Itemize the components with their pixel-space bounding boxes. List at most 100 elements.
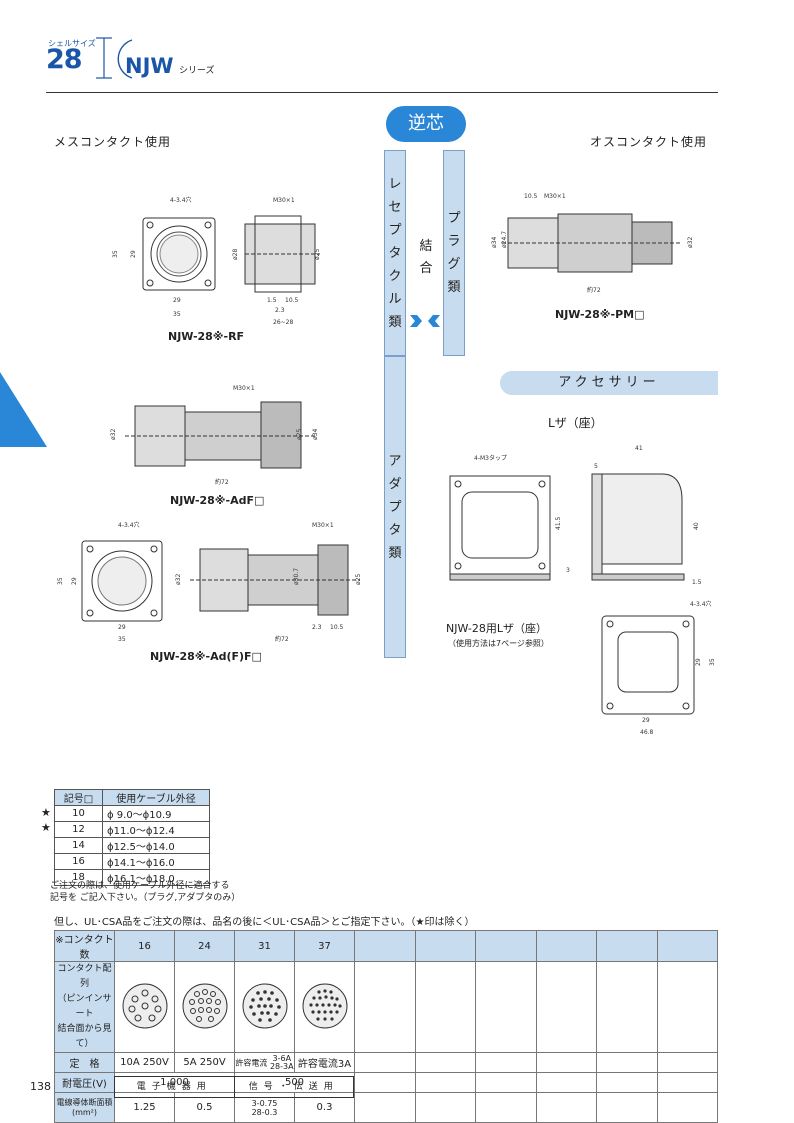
contact-layout-16-icon bbox=[114, 961, 175, 1053]
plug-category-bar: プラグ類 bbox=[443, 150, 465, 356]
rating-label: 定 格 bbox=[54, 1052, 115, 1073]
svg-text:4-3.4穴: 4-3.4穴 bbox=[118, 521, 140, 529]
svg-text:ø34: ø34 bbox=[491, 237, 498, 248]
reverse-pin-badge: 逆芯 bbox=[386, 106, 466, 142]
coupling-label: 結合 bbox=[419, 239, 433, 276]
rf-drawing: 4-3.4穴 M30×1 35 29 ø28 ø25 29 35 1.5 10.… bbox=[112, 196, 321, 326]
svg-text:ø32: ø32 bbox=[110, 429, 117, 440]
svg-text:M30×1: M30×1 bbox=[544, 193, 566, 200]
order-note: ご注文の際は、使用ケーブル外径に適合する 記号を ご記入下さい。（プラグ,アダプ… bbox=[50, 881, 241, 903]
contact-count-label: ※コンタクト数 bbox=[54, 930, 115, 962]
svg-text:29: 29 bbox=[173, 297, 181, 304]
female-contact-title: メスコンタクト使用 bbox=[54, 135, 172, 149]
svg-text:ø30.7: ø30.7 bbox=[293, 568, 300, 585]
svg-text:1.5: 1.5 bbox=[692, 579, 702, 586]
header-divider bbox=[46, 92, 718, 93]
shell-size-label: シェルサイズ bbox=[48, 39, 96, 48]
contact-layout-24-icon bbox=[174, 961, 235, 1053]
svg-text:29: 29 bbox=[118, 624, 126, 631]
svg-text:41.5: 41.5 bbox=[555, 516, 562, 530]
svg-text:10.5: 10.5 bbox=[524, 193, 538, 200]
svg-text:M30×1: M30×1 bbox=[233, 385, 255, 392]
coupling-arrows-icon bbox=[410, 315, 440, 327]
svg-text:35: 35 bbox=[57, 577, 64, 585]
svg-text:35: 35 bbox=[118, 636, 126, 643]
male-contact-title: オスコンタクト使用 bbox=[590, 135, 708, 149]
adff-part-name: NJW-28※-Ad(F)F□ bbox=[150, 650, 262, 663]
svg-text:ø28: ø28 bbox=[232, 249, 239, 260]
svg-text:35: 35 bbox=[709, 658, 716, 666]
svg-text:約72: 約72 bbox=[275, 635, 289, 643]
series-bracket-icon bbox=[96, 37, 133, 79]
page-tab-triangle bbox=[0, 372, 47, 447]
svg-text:ø32: ø32 bbox=[687, 237, 694, 248]
svg-text:M30×1: M30×1 bbox=[312, 522, 334, 529]
footer-category-box: 電子機器用 信号・伝送用 bbox=[114, 1076, 354, 1098]
footer-electronics: 電子機器用 bbox=[115, 1077, 235, 1097]
svg-text:ø24.7: ø24.7 bbox=[501, 231, 508, 248]
svg-text:5: 5 bbox=[594, 463, 598, 470]
spec-table: ※コンタクト数 16 24 31 37 コンタクト配列（ピンインサート結合面から… bbox=[54, 930, 718, 1123]
svg-text:29: 29 bbox=[130, 250, 137, 258]
l-bracket-title: Lザ（座） bbox=[548, 416, 603, 430]
svg-text:約72: 約72 bbox=[215, 478, 229, 486]
page-number: 138 bbox=[30, 1080, 51, 1093]
svg-text:35: 35 bbox=[112, 250, 119, 258]
svg-text:4-3.4穴: 4-3.4穴 bbox=[690, 600, 712, 608]
l-bracket-note: （使用方法は7ページ参照） bbox=[448, 639, 549, 648]
svg-text:4-3.4穴: 4-3.4穴 bbox=[170, 196, 192, 204]
adff-drawing: 4-3.4穴 M30×1 35 29 ø32 ø30.7 ø25 29 35 2… bbox=[57, 521, 362, 643]
footer-signal: 信号・伝送用 bbox=[248, 1082, 339, 1092]
svg-text:41: 41 bbox=[635, 445, 643, 452]
svg-text:1.5: 1.5 bbox=[267, 297, 277, 304]
series-suffix: シリーズ bbox=[179, 66, 215, 76]
svg-text:29: 29 bbox=[695, 658, 702, 666]
svg-text:29: 29 bbox=[642, 717, 650, 724]
svg-text:26~28: 26~28 bbox=[273, 319, 293, 326]
contact-layout-31-icon bbox=[234, 961, 295, 1053]
svg-text:10.5: 10.5 bbox=[285, 297, 299, 304]
svg-text:2.3: 2.3 bbox=[275, 307, 285, 314]
l-bracket-front-drawing: 4-3.4穴 29 35 29 46.8 bbox=[601, 600, 716, 736]
ul-csa-note: 但し、UL･CSA品をご注文の際は、品名の後に＜UL･CSA品＞とご指定下さい。… bbox=[54, 917, 475, 928]
adf-part-name: NJW-28※-AdF□ bbox=[170, 494, 265, 507]
adapter-category-bar: アダプタ類 bbox=[384, 356, 406, 658]
svg-text:ø25: ø25 bbox=[314, 249, 321, 260]
svg-text:29: 29 bbox=[71, 577, 78, 585]
svg-text:ø32: ø32 bbox=[175, 574, 182, 585]
voltage-label: 耐電圧(V) bbox=[54, 1072, 115, 1093]
series-name: NJW bbox=[125, 54, 174, 78]
cable-range-header: 使用ケーブル外径 bbox=[102, 789, 210, 806]
svg-text:46.8: 46.8 bbox=[640, 729, 654, 736]
svg-text:ø25: ø25 bbox=[296, 429, 303, 440]
svg-text:ø25: ø25 bbox=[355, 574, 362, 585]
shell-size-number: 28 bbox=[46, 44, 83, 75]
l-bracket-name: NJW-28用Lザ（座） bbox=[446, 622, 547, 635]
contact-layout-label: コンタクト配列（ピンインサート結合面から見て） bbox=[54, 961, 115, 1053]
star-mark: ★ bbox=[41, 806, 51, 819]
wire-section-label: 電線導体断面積(mm²) bbox=[54, 1092, 115, 1123]
svg-text:10.5: 10.5 bbox=[330, 624, 344, 631]
cable-code-header: 記号□ bbox=[54, 789, 103, 806]
star-mark: ★ bbox=[41, 821, 51, 834]
svg-text:4-M3タップ: 4-M3タップ bbox=[474, 454, 507, 462]
pm-part-name: NJW-28※-PM□ bbox=[555, 308, 645, 321]
svg-text:2.3: 2.3 bbox=[312, 624, 322, 631]
adf-drawing: M30×1 ø32 ø25 ø34 約72 bbox=[110, 385, 319, 486]
contact-layout-37-icon bbox=[294, 961, 355, 1053]
accessory-header: アクセサリー bbox=[500, 371, 718, 395]
svg-text:ø34: ø34 bbox=[312, 429, 319, 440]
svg-text:40: 40 bbox=[693, 522, 700, 530]
pm-drawing: 10.5 M30×1 ø34 ø24.7 ø32 約72 bbox=[491, 193, 694, 294]
svg-text:約72: 約72 bbox=[587, 286, 601, 294]
svg-text:3: 3 bbox=[566, 567, 570, 574]
l-bracket-drawing: 4-M3タップ 41 5 41.5 40 3 1.5 bbox=[449, 445, 702, 586]
rf-part-name: NJW-28※-RF bbox=[168, 330, 245, 343]
svg-text:35: 35 bbox=[173, 311, 181, 318]
